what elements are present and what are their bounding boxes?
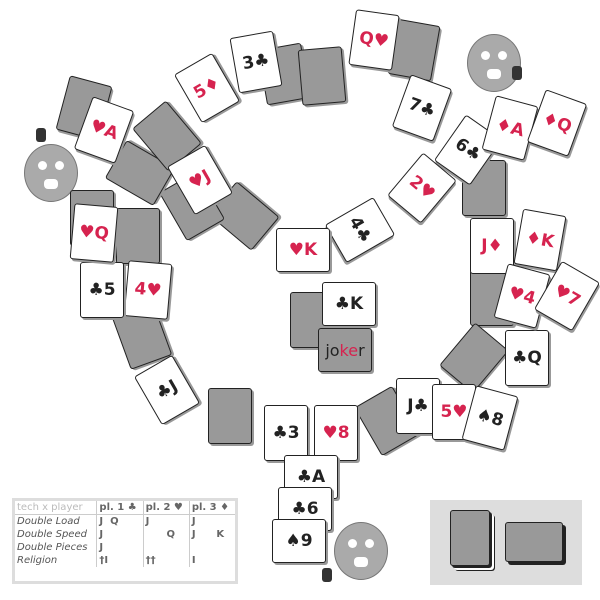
- playing-card[interactable]: 4♣: [324, 196, 396, 264]
- legend-header: tech x player: [15, 501, 97, 515]
- card-back[interactable]: [116, 208, 160, 264]
- playing-card[interactable]: ♥7: [533, 260, 600, 332]
- playing-card[interactable]: ♣5: [80, 262, 124, 318]
- playing-card[interactable]: 7♣: [391, 74, 453, 142]
- legend-header: pl. 1 ♣: [96, 501, 144, 515]
- card-back[interactable]: [297, 46, 347, 106]
- chip-stack: [322, 568, 332, 582]
- tech-cell: J: [188, 514, 235, 528]
- tech-cell: J: [142, 514, 190, 528]
- tech-cell: I: [188, 554, 235, 567]
- joker-text: ke: [339, 340, 359, 360]
- tech-cell: [188, 541, 235, 554]
- playing-card[interactable]: 5♦: [173, 52, 241, 124]
- playing-card[interactable]: ♥Q: [69, 203, 119, 263]
- playing-card[interactable]: ♦Q: [526, 89, 588, 157]
- draw-decks: [430, 500, 582, 585]
- joker-text: jo: [325, 340, 340, 360]
- playing-card[interactable]: ♣3: [264, 405, 308, 461]
- tech-cell: Q: [142, 528, 190, 541]
- legend-header: pl. 2 ♥: [142, 501, 190, 515]
- playing-card[interactable]: ♥8: [314, 405, 358, 461]
- chip-stack: [512, 66, 522, 80]
- tech-cell: J: [96, 528, 144, 541]
- player-avatar-2: [334, 522, 388, 580]
- playing-card[interactable]: 3♣: [229, 30, 283, 94]
- legend-header: pl. 3 ♦: [188, 501, 235, 515]
- playing-card[interactable]: ♣Q: [505, 330, 549, 386]
- tech-name: Double Pieces: [17, 542, 88, 553]
- discard-pile[interactable]: [505, 522, 563, 562]
- tech-cell: [142, 541, 190, 554]
- playing-card[interactable]: ♣J: [133, 354, 201, 426]
- tech-name: Double Load: [17, 516, 80, 527]
- tech-cell: J Q: [96, 514, 144, 528]
- tech-name: Religion: [17, 555, 58, 566]
- playing-card[interactable]: ♥K: [276, 228, 330, 272]
- tech-cell: †I: [96, 554, 144, 567]
- draw-pile[interactable]: [450, 510, 490, 566]
- player-avatar-1: [24, 144, 78, 202]
- playing-card[interactable]: Q♥: [348, 9, 400, 71]
- tech-cell: ††: [142, 554, 190, 567]
- joker-text: r: [358, 340, 365, 360]
- chip-stack: [36, 128, 46, 142]
- player-avatar-3: [467, 34, 521, 92]
- playing-card[interactable]: ♦K: [513, 208, 567, 272]
- playing-card[interactable]: 4♥: [123, 260, 173, 320]
- card-back[interactable]: [439, 322, 509, 394]
- playing-card[interactable]: ♦A: [481, 95, 539, 161]
- tech-cell: J: [96, 541, 144, 554]
- card-back[interactable]: [208, 388, 252, 444]
- playing-card[interactable]: ♣K: [322, 282, 376, 326]
- tech-cell: J K: [188, 528, 235, 541]
- playing-card[interactable]: ♠9: [272, 519, 326, 563]
- tech-name: Double Speed: [17, 529, 87, 540]
